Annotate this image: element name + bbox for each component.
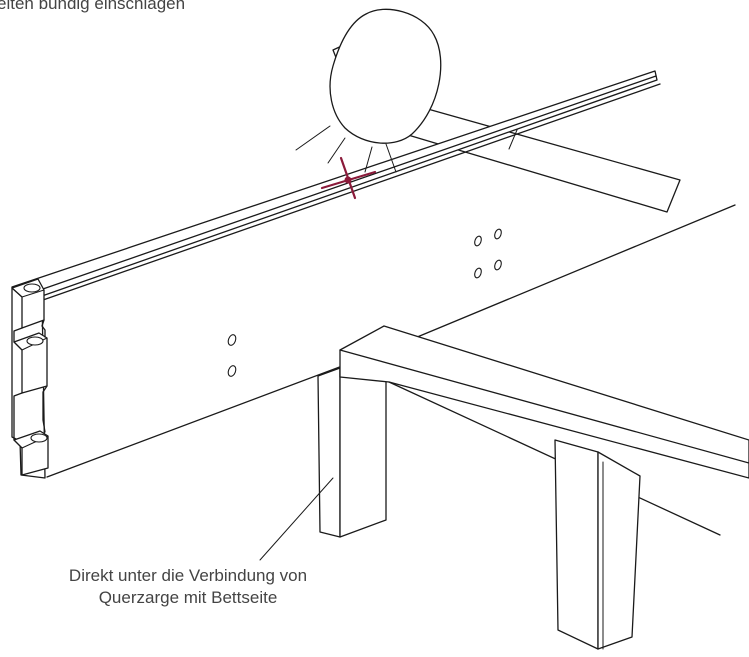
screw-holes — [227, 228, 502, 377]
support-leg-rear — [554, 439, 641, 650]
cross-beam — [339, 325, 749, 536]
support-leg-front — [317, 357, 387, 538]
caption-bottom-line-1: Direkt unter die Verbindung von — [68, 566, 308, 585]
caption-top: eiten bündig einschlagen — [0, 0, 186, 13]
metal-bracket — [11, 278, 49, 476]
impact-lines — [295, 125, 397, 173]
caption-bottom: Direkt unter die Verbindung von Querzarg… — [38, 565, 338, 609]
hammer-head — [329, 8, 442, 144]
caption-bottom-line-2: Querzarge mit Bettseite — [98, 588, 278, 607]
bed-side-board — [397, 204, 736, 346]
impact-marker — [320, 156, 377, 200]
leader-line — [259, 477, 334, 561]
